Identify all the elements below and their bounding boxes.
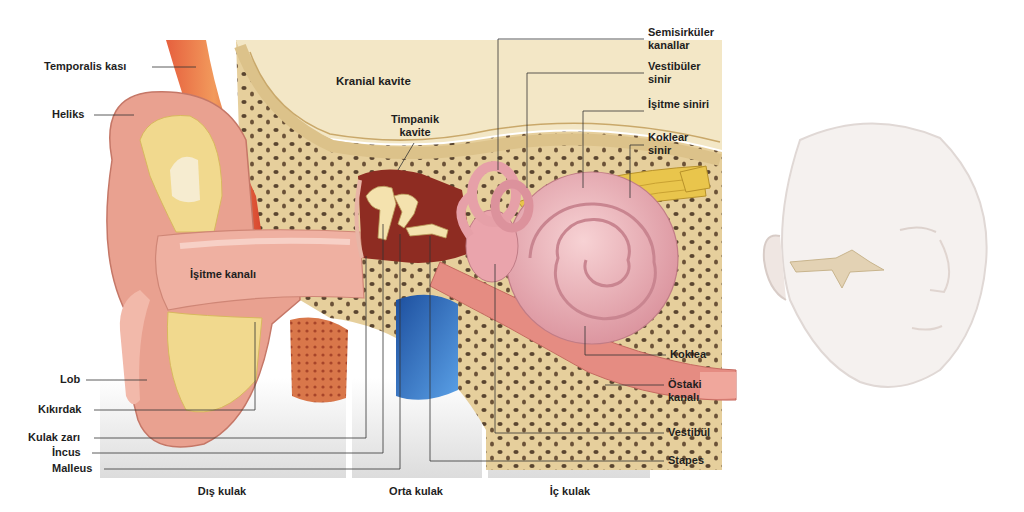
part-label: Vestibüler sinir [648,60,718,86]
part-label: Semisirküler kanallar [648,26,728,52]
part-label: Timpanik kavite [385,113,445,139]
incus-bone [394,194,418,228]
part-label: İşitme kanalı [190,268,256,281]
region-label: Dış kulak [198,485,246,498]
blood-vessel [396,295,458,400]
leader-line [92,224,383,453]
malleus-bone [366,186,396,240]
semicircular-canal [495,184,529,228]
leader-line [86,380,147,381]
part-label: Heliks [52,108,84,121]
leader-line [630,145,644,198]
part-label: Kulak zarı [28,431,80,444]
leader-line [94,256,366,438]
head-mouth [912,326,942,330]
mini-ear-sketch [790,250,884,288]
head-eye [900,227,936,232]
part-label: Kıkırdak [38,403,81,416]
head-outline [782,123,987,386]
tube-opening [700,372,736,399]
bone-cortex [240,46,720,160]
gland-tissue [290,318,348,403]
eardrum [356,180,362,258]
leader-line [495,264,664,433]
auricle-highlight [120,290,150,404]
leader-line [583,111,644,188]
cartilage-highlight [170,157,200,203]
leader-line [585,326,666,355]
cartilage [167,312,262,412]
leader-line [152,67,196,68]
semicircular-canal [461,196,470,236]
leader-line [94,322,255,410]
part-label: Stapes [668,454,704,467]
bone-edge [250,52,720,142]
part-label: Koklear sinir [648,131,710,157]
part-label: Koklea [670,348,706,361]
head-nose [930,240,949,292]
part-label: İşitme siniri [648,98,710,111]
part-label: Östaki kanalı [668,378,730,404]
stapes-bone [406,224,448,238]
cartilage [140,116,222,233]
nerve-end [680,166,710,192]
leader-line [430,236,664,461]
cochlea-spiral [530,204,655,319]
head-ear [764,236,786,301]
part-label: Malleus [52,462,92,475]
region-label: İç kulak [550,485,590,498]
leader-line [398,143,414,170]
tympanic-cavity [358,169,472,262]
leader-line [104,234,400,469]
part-label: Kranial kavite [336,75,411,88]
leader-line [527,73,644,188]
part-label: Lob [60,373,80,386]
canal-highlight [180,241,350,246]
leader-line [94,115,134,116]
leader-line [605,385,664,386]
part-label: Temporalis kası [44,60,126,73]
part-label: Vestibül [668,426,710,439]
region-label: Orta kulak [389,485,443,498]
ear-canal [156,230,364,310]
part-label: İncus [52,446,81,459]
leader-line [498,39,644,170]
